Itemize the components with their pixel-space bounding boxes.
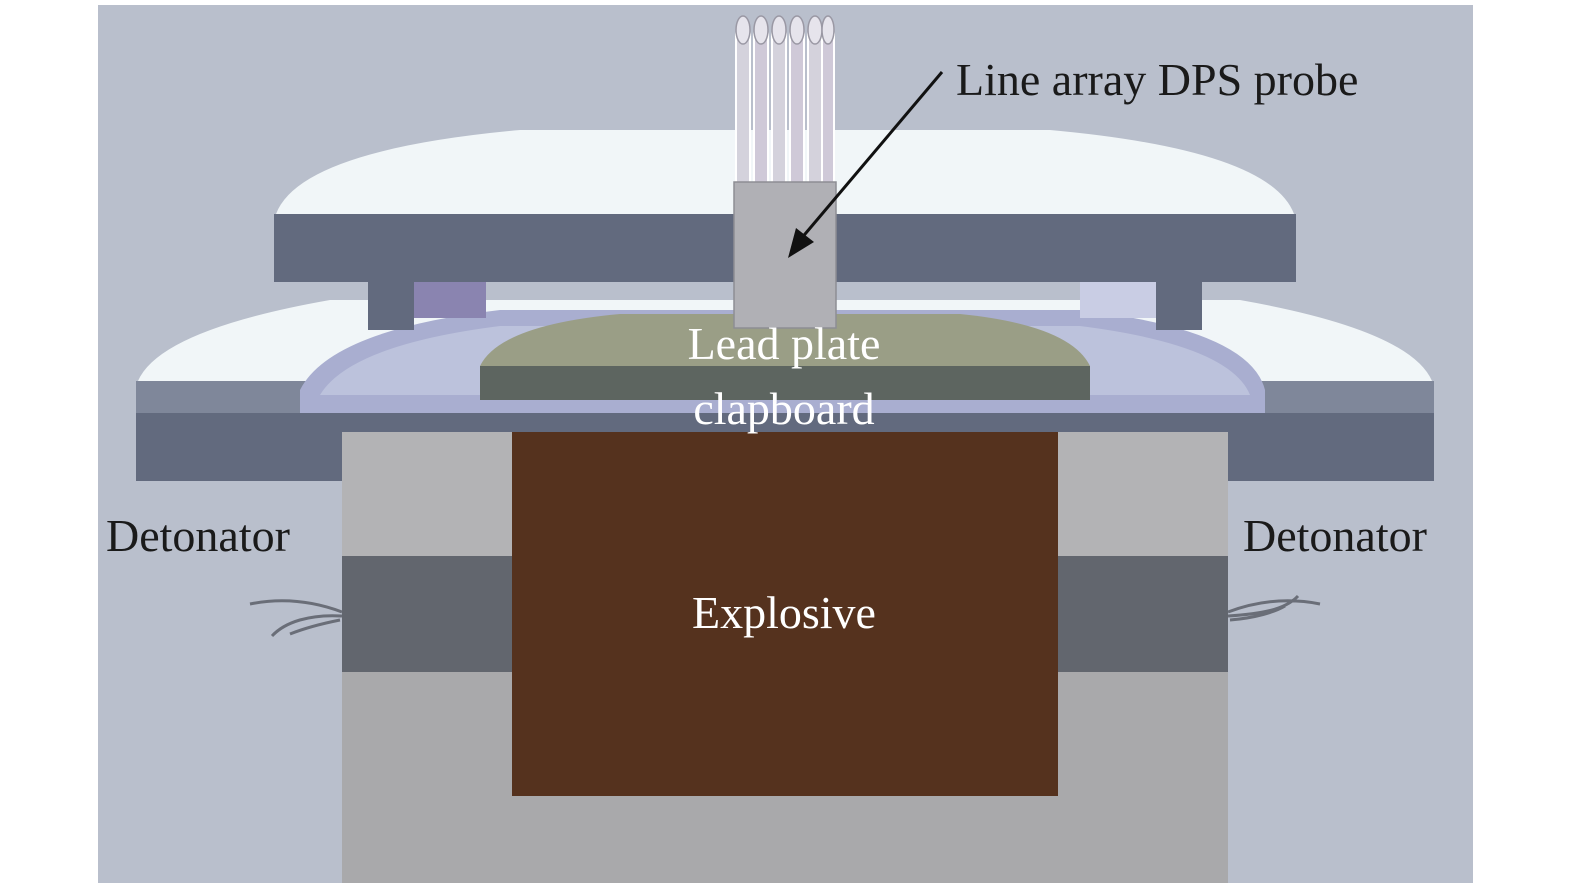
probe-wire-tips bbox=[735, 15, 835, 45]
explosive-charge bbox=[512, 432, 1058, 796]
support-post-right bbox=[1156, 282, 1202, 330]
support-post-left bbox=[368, 282, 414, 330]
probe-wires bbox=[735, 29, 835, 186]
support-post-left-shade bbox=[414, 282, 486, 318]
lead-plate-base bbox=[480, 366, 1090, 400]
probe-arrow-line bbox=[798, 71, 944, 241]
probe-label: Line array DPS probe bbox=[956, 54, 1358, 105]
detonator-label-right: Detonator bbox=[1243, 510, 1427, 561]
lead-plate-label-line2: clapboard bbox=[693, 383, 874, 434]
explosive-label: Explosive bbox=[692, 587, 876, 638]
probe-arrow-head bbox=[788, 228, 814, 258]
lead-plate-clapboard bbox=[480, 314, 1090, 366]
lead-plate-label-line1: Lead plate bbox=[688, 318, 881, 369]
detonator-wire-right bbox=[1227, 594, 1321, 622]
detonator-label-left: Detonator bbox=[106, 510, 290, 561]
detonator-wire-left bbox=[249, 599, 343, 638]
probe-block bbox=[733, 181, 837, 329]
support-post-right-shade bbox=[1080, 282, 1158, 318]
